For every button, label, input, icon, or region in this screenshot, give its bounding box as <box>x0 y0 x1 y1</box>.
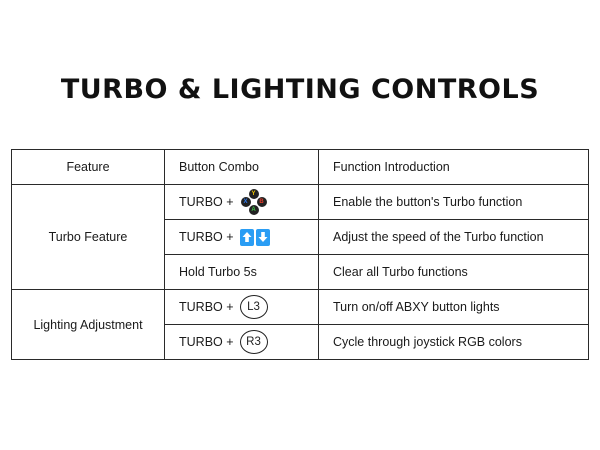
function-cell: Cycle through joystick RGB colors <box>318 324 589 360</box>
feature-cell-turbo: Turbo Feature <box>11 184 165 290</box>
table-row: TURBO + Adjust the speed of the Turbo fu… <box>12 219 589 255</box>
table-row: Lighting Adjustment TURBO + L3 Turn on/o… <box>11 289 589 360</box>
combo-cell: TURBO + R3 <box>164 324 319 360</box>
abxy-buttons-icon: Y X B A <box>240 189 268 215</box>
combo-text: Hold Turbo 5s <box>179 265 257 279</box>
up-down-arrows-icon <box>239 228 270 246</box>
combo-cell: TURBO + Y X B A <box>164 184 319 220</box>
table-row: TURBO + R3 Cycle through joystick RGB co… <box>12 324 589 360</box>
page-title: TURBO & LIGHTING CONTROLS <box>60 74 540 105</box>
combo-text: TURBO + <box>179 195 234 209</box>
function-cell: Adjust the speed of the Turbo function <box>318 219 589 255</box>
table-header-row: Feature Button Combo Function Introducti… <box>11 149 589 185</box>
l3-button-icon: L3 <box>239 295 268 319</box>
function-cell: Turn on/off ABXY button lights <box>318 289 589 325</box>
combo-cell: TURBO + L3 <box>164 289 319 325</box>
feature-cell-lighting: Lighting Adjustment <box>11 289 165 360</box>
r3-button-icon: R3 <box>239 330 268 354</box>
x-button-icon: X <box>240 197 251 207</box>
combo-text: TURBO + <box>179 335 234 349</box>
combo-text: TURBO + <box>179 300 234 314</box>
header-button-combo: Button Combo <box>164 149 319 185</box>
header-feature: Feature <box>11 149 165 185</box>
y-button-icon: Y <box>248 189 259 199</box>
down-arrow-icon <box>255 228 270 246</box>
table-row: Turbo Feature TURBO + Y X B A Enable the… <box>11 184 589 290</box>
function-cell: Clear all Turbo functions <box>318 254 589 290</box>
combo-cell: TURBO + <box>164 219 319 255</box>
up-arrow-icon <box>239 228 254 246</box>
table-row: Hold Turbo 5s Clear all Turbo functions <box>12 254 589 290</box>
combo-cell: Hold Turbo 5s <box>164 254 319 290</box>
a-button-icon: A <box>248 205 259 215</box>
header-function-introduction: Function Introduction <box>318 149 589 185</box>
controls-table: Feature Button Combo Function Introducti… <box>11 149 589 360</box>
b-button-icon: B <box>256 197 267 207</box>
function-cell: Enable the button's Turbo function <box>318 184 589 220</box>
combo-text: TURBO + <box>179 230 234 244</box>
